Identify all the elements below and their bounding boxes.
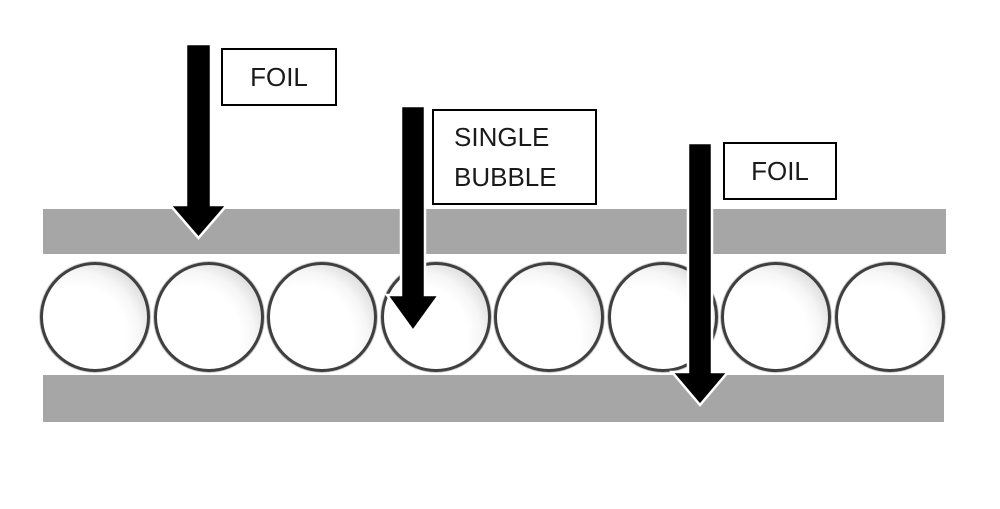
- foil-left-arrow-icon: [167, 42, 230, 240]
- bubble: [834, 262, 945, 372]
- bubble: [40, 262, 150, 372]
- foil-layer-bottom: [43, 375, 944, 422]
- bubble: [380, 262, 491, 372]
- foil-right-arrow-icon: [669, 141, 731, 407]
- label-single-bubble: SINGLE BUBBLE: [432, 109, 597, 205]
- label-foil-left: FOIL: [221, 48, 337, 106]
- single-bubble-arrow-icon: [384, 104, 442, 334]
- label-foil-right: FOIL: [723, 142, 837, 200]
- bubble: [721, 262, 832, 372]
- bubble: [267, 262, 378, 372]
- bubble: [153, 262, 264, 372]
- bubble: [494, 262, 605, 372]
